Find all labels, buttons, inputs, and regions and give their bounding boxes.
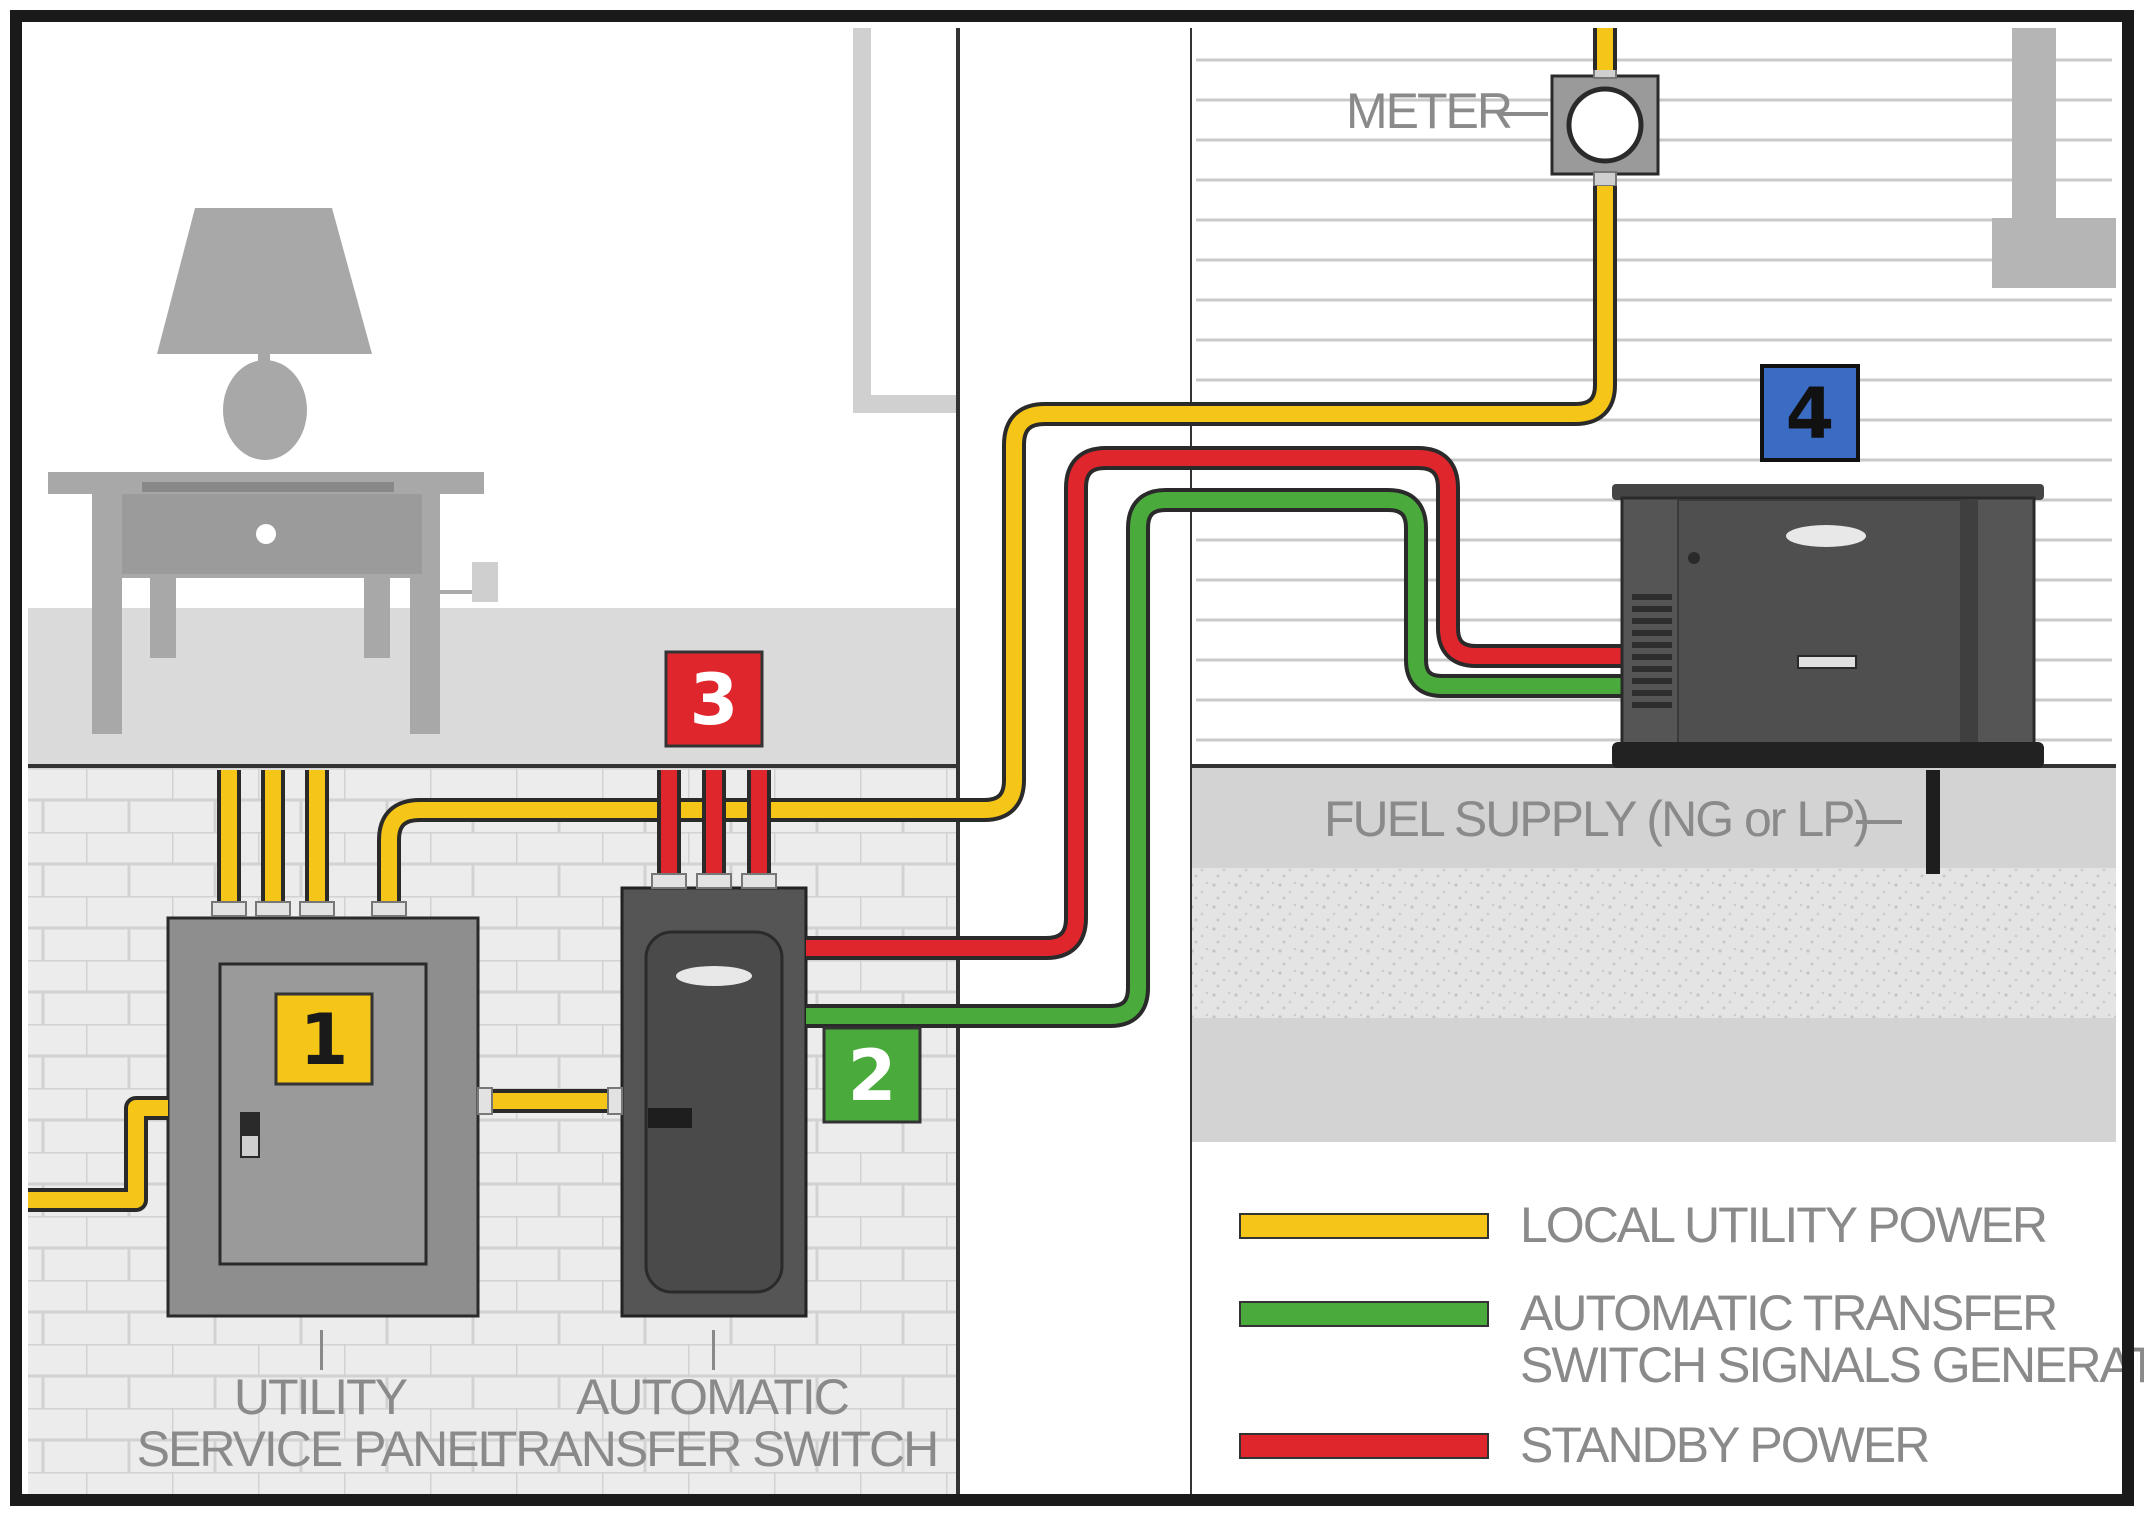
legend-item-standby: STANDBY POWER [1239,1417,1930,1473]
badge-3-number: 3 [690,659,739,741]
utility-panel-feed-wire [28,1100,168,1208]
fuel-supply-pipe [1926,770,1940,874]
generator-vent [1632,666,1672,672]
panel-label-line2: SERVICE PANEL [137,1421,505,1477]
legend-item-signal: AUTOMATIC TRANSFER SWITCH SIGNALS GENERA… [1239,1285,2144,1393]
generator-vent [1632,678,1672,684]
ground [1192,764,2116,1504]
generator-vent [1632,606,1672,612]
meter-label: METER [1346,83,1511,139]
panel-label-line1: UTILITY [234,1369,408,1425]
badge-1-number: 1 [300,999,349,1081]
badge-2: 2 [822,1026,922,1124]
generator-vent [1632,618,1672,624]
doorframe [853,28,958,413]
electric-meter [1550,63,1660,187]
badge-3: 3 [664,650,764,748]
legend-swatch-standby [1239,1433,1489,1459]
generator-vent [1632,594,1672,600]
generator-vent [1632,642,1672,648]
ats-label-line2: TRANSFER SWITCH [487,1421,938,1477]
meter-label-group: METER [1346,83,1548,139]
badge-4-number: 4 [1786,373,1835,455]
legend-label-standby: STANDBY POWER [1520,1417,1928,1473]
badge-1: 1 [274,992,374,1086]
downspout [2012,28,2056,218]
fuel-label-group: FUEL SUPPLY (NG or LP) [1324,791,1902,847]
legend-label-signal-line2: SWITCH SIGNALS GENERATOR [1520,1337,2144,1393]
legend-item-utility: LOCAL UTILITY POWER [1239,1197,2048,1253]
generator-vent [1632,702,1672,708]
standby-generator [1612,484,2044,768]
legend-swatch-utility [1239,1213,1489,1239]
downspout-elbow [1992,218,2116,288]
badge-2-number: 2 [848,1035,897,1117]
utility-meter-to-panel-wire [381,186,1613,904]
wall-outlet [436,562,498,602]
legend: LOCAL UTILITY POWER AUTOMATIC TRANSFER S… [1239,1197,2144,1473]
automatic-transfer-switch [620,886,808,1370]
legend-swatch-signal [1239,1301,1489,1327]
legend-label-signal-line1: AUTOMATIC TRANSFER [1520,1285,2056,1341]
lamp [157,208,372,460]
legend-label-utility: LOCAL UTILITY POWER [1520,1197,2046,1253]
generator-vent [1632,630,1672,636]
generator-vent [1632,654,1672,660]
badge-4: 4 [1760,364,1860,462]
side-table [48,472,484,734]
ats-label-line1: AUTOMATIC [576,1369,849,1425]
outer-frame [10,10,2134,1506]
wiring [28,28,1624,1212]
fuel-supply-label: FUEL SUPPLY (NG or LP) [1324,791,1868,847]
connector-nubs [211,873,777,1115]
standby-power-wire [806,450,1624,956]
utility-service-panel [166,916,480,1370]
transfer-signal-wire [806,492,1624,1024]
generator-vent [1632,690,1672,696]
